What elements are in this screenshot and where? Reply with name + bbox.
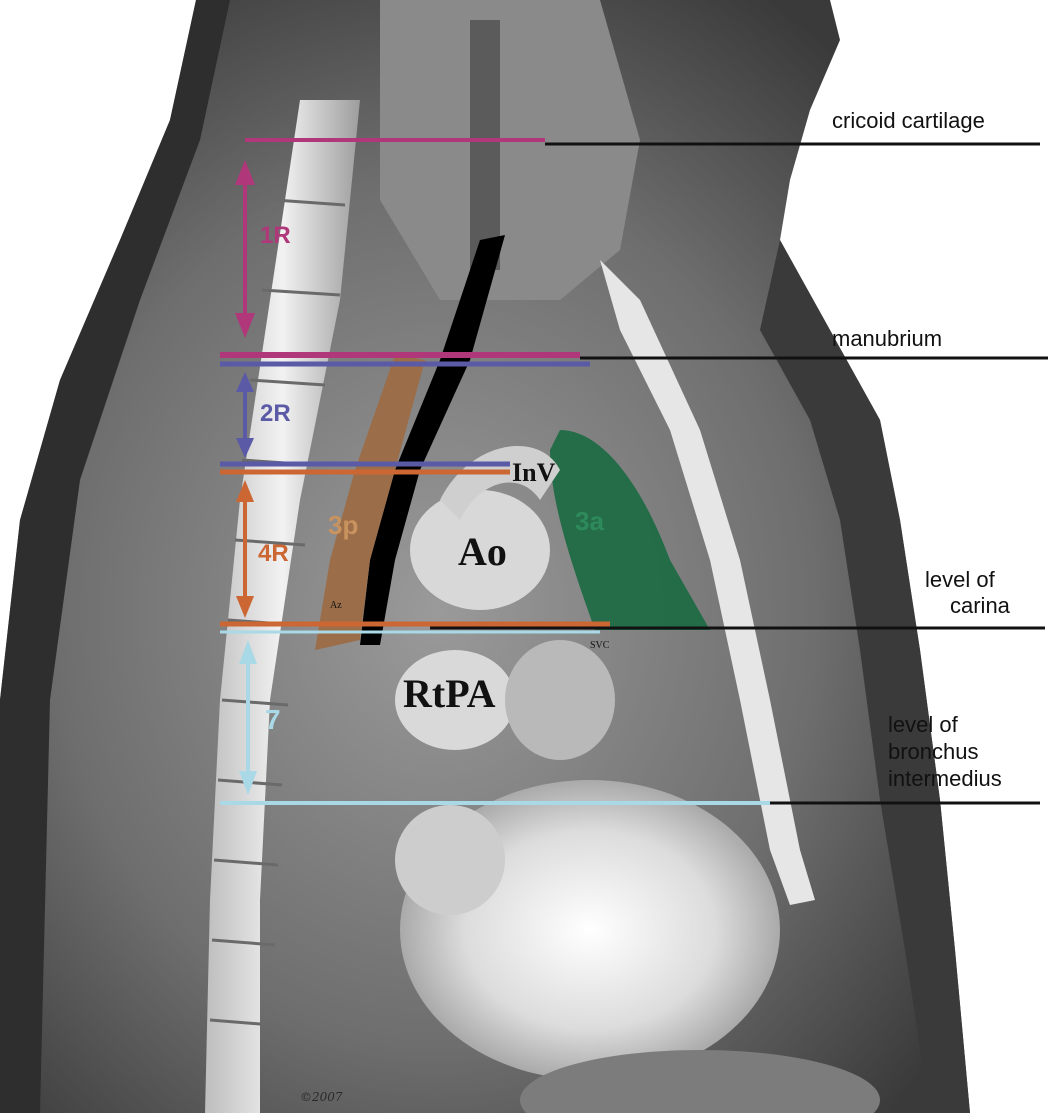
label-carina-line2: carina [950,593,1010,619]
rtpa-label: RtPA [403,670,496,717]
label-cricoid-cartilage: cricoid cartilage [832,108,985,134]
left-atrium [395,805,505,915]
trachea-upper [470,20,500,270]
station-3a-label: 3a [575,506,604,537]
label-manubrium: manubrium [832,326,942,352]
label-bronchus-line2: bronchus [888,739,979,765]
station-2R-label: 2R [260,400,291,428]
aorta-label: Ao [458,528,507,575]
inv-label: InV [512,458,555,488]
svc-vessel [505,640,615,760]
svc-label: SVC [590,640,609,651]
artist-signature: ©2007 [300,1090,343,1104]
neck-soft-tissue [380,0,640,300]
station-7-label: 7 [265,704,281,736]
station-1R-label: 1R [260,222,291,250]
station-3p-label: 3p [328,510,358,541]
label-bronchus-line3: intermedius [888,766,1002,792]
station-4R-label: 4R [258,540,289,568]
label-bronchus-line1: level of [888,712,958,738]
az-label: Az [330,600,342,611]
label-carina-line1: level of [925,567,995,593]
